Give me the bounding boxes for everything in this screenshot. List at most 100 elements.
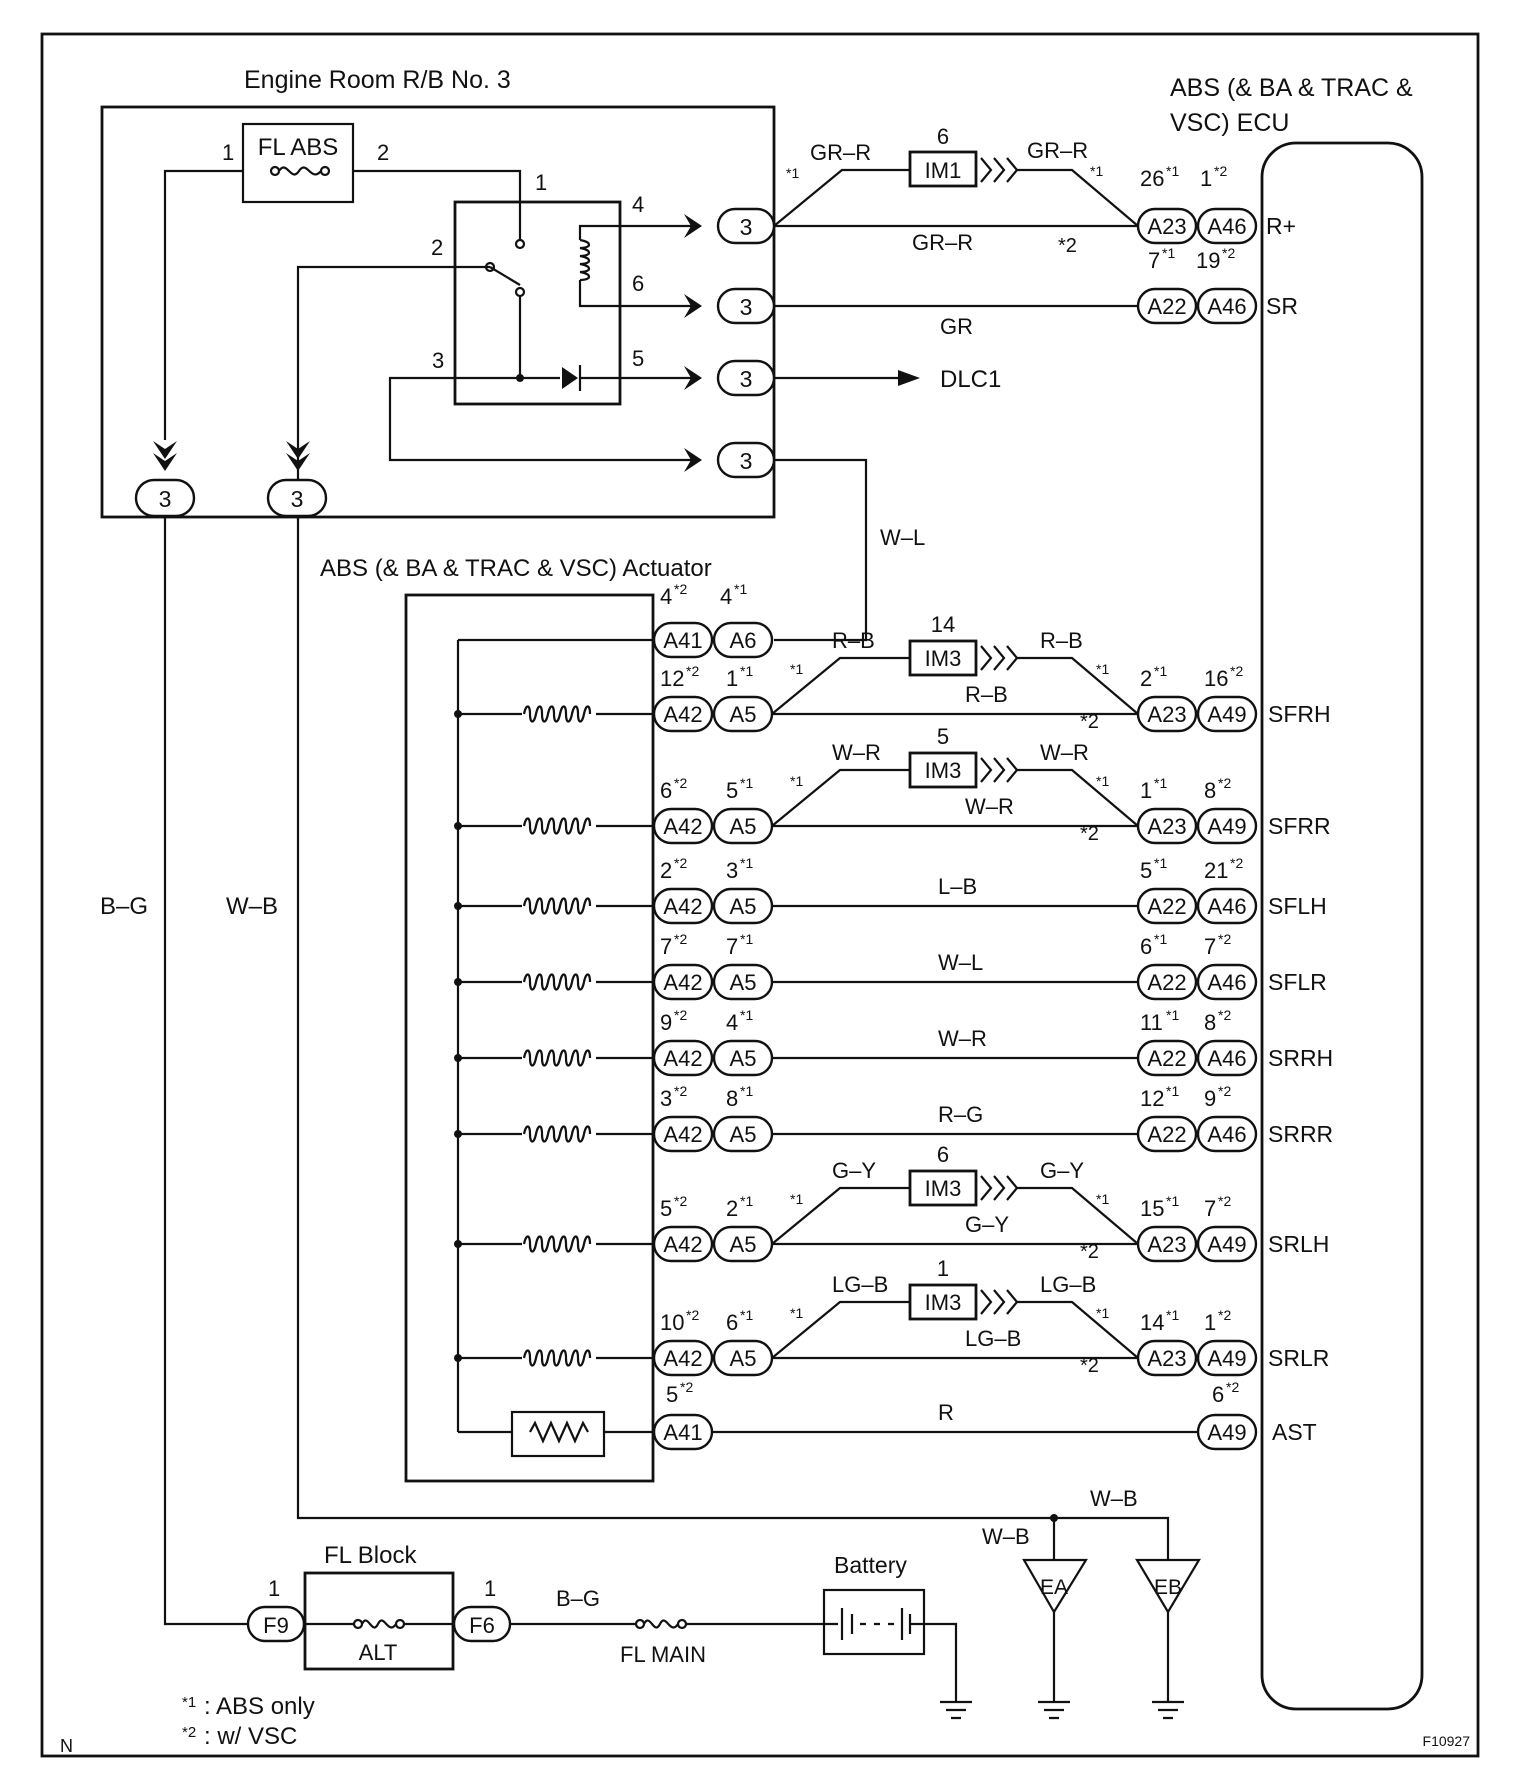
srrr-ecu-b-note: *2 — [1218, 1083, 1231, 1099]
conn-a41-top: A41 — [652, 621, 714, 659]
srlr-act-a-note: *2 — [686, 1307, 699, 1323]
note-sfrh-1: *1 — [790, 661, 803, 677]
svg-text:A49: A49 — [1207, 1232, 1246, 1257]
srrr-act-a: 3 — [660, 1086, 672, 1111]
note-srlr-3: *2 — [1080, 1355, 1099, 1377]
rplus-pin-b: 1 — [1200, 166, 1212, 191]
svg-text:A5: A5 — [730, 1046, 757, 1071]
legend-1-mark: *1 — [182, 1694, 196, 1711]
note-srlr-1: *1 — [790, 1305, 803, 1321]
conn-a22-srrh: A22 — [1136, 1039, 1198, 1077]
conn-a49-sfrr: A49 — [1196, 807, 1258, 845]
relay-pin-1: 1 — [535, 170, 547, 195]
svg-text:A42: A42 — [663, 970, 702, 995]
fuse-fl-abs-label: FL ABS — [258, 134, 338, 161]
connector-f6: F6 — [452, 1605, 512, 1643]
sfrh-ecu-a: 2 — [1140, 666, 1152, 691]
wire-w-b: W–B — [226, 893, 278, 920]
wire-sflh: L–B — [938, 874, 977, 899]
note-sfrr-1: *1 — [790, 773, 803, 789]
sfrr-ecu-a-note: *1 — [1154, 775, 1167, 791]
legend-2-mark: *2 — [182, 1724, 196, 1741]
srrh-act-a: 9 — [660, 1010, 672, 1035]
relay-pin-5: 5 — [632, 346, 644, 371]
ast-ecu: 6 — [1212, 1382, 1224, 1407]
sfrr-act-b-note: *1 — [740, 775, 753, 791]
srlh-act-b: 2 — [726, 1196, 738, 1221]
wire-gr-r-1: GR–R — [810, 140, 871, 165]
svg-text:3: 3 — [740, 448, 753, 474]
svg-text:A5: A5 — [730, 1232, 757, 1257]
svg-text:IM3: IM3 — [925, 1176, 962, 1201]
conn-a22-srrr: A22 — [1136, 1115, 1198, 1153]
srlr-act-b-note: *1 — [740, 1307, 753, 1323]
conn-a6-top: A6 — [712, 621, 774, 659]
relay-pin-2: 2 — [431, 235, 443, 260]
svg-text:3: 3 — [291, 486, 304, 512]
im3-sfrh — [908, 639, 978, 677]
svg-text:EB: EB — [1154, 1576, 1182, 1599]
legend-2-text: : w/ VSC — [204, 1723, 297, 1750]
sr-pin-a: 7 — [1148, 248, 1160, 273]
fuse-pin-1: 1 — [222, 140, 234, 165]
sflr-ecu-a-note: *1 — [1154, 931, 1167, 947]
ecu-term-srlh: SRLH — [1268, 1231, 1329, 1257]
sfrh-ecu-a-note: *1 — [1154, 663, 1167, 679]
im3-pin-srlr: 1 — [937, 1256, 949, 1281]
wire-gr: GR — [940, 314, 973, 339]
relay-pin-6: 6 — [632, 271, 644, 296]
svg-text:A41: A41 — [663, 1420, 702, 1445]
connector-3-b: 3 — [716, 287, 776, 325]
sflh-ecu-a-note: *1 — [1154, 855, 1167, 871]
im3-pin-sfrh: 14 — [931, 612, 955, 637]
svg-text:A49: A49 — [1207, 702, 1246, 727]
sflr-ecu-a: 6 — [1140, 934, 1152, 959]
conn-a23-sfrr: A23 — [1136, 807, 1198, 845]
conn-a5-srlh: A5 — [712, 1225, 774, 1263]
srrr-act-b-note: *1 — [740, 1083, 753, 1099]
svg-text:A46: A46 — [1207, 1046, 1246, 1071]
svg-text:A23: A23 — [1147, 1346, 1186, 1371]
svg-text:A46: A46 — [1207, 970, 1246, 995]
svg-text:A49: A49 — [1207, 1420, 1246, 1445]
ecu-term-sfrh: SFRH — [1268, 701, 1331, 727]
conn-a5-sfrh: A5 — [712, 695, 774, 733]
srrh-act-b-note: *1 — [740, 1007, 753, 1023]
srlh-ecu-a: 15 — [1140, 1196, 1164, 1221]
wire-sflr: W–L — [938, 950, 983, 975]
svg-text:A41: A41 — [663, 628, 702, 653]
note-sfrr-2: *1 — [1096, 773, 1109, 789]
ast-ecu-note: *2 — [1226, 1379, 1239, 1395]
wire-srrh: W–R — [938, 1026, 987, 1051]
im3-srlh — [908, 1169, 978, 1207]
fuse-fl-abs — [241, 122, 355, 204]
srlr-act-a: 10 — [660, 1310, 684, 1335]
fl-block-box — [303, 1571, 455, 1671]
sr-pin-b: 19 — [1196, 248, 1220, 273]
wire-srlr-1: LG–B — [832, 1272, 888, 1297]
conn-a49-ast: A49 — [1196, 1413, 1258, 1451]
note-srlh-3: *2 — [1080, 1241, 1099, 1263]
battery-label: Battery — [834, 1552, 907, 1578]
svg-text:A42: A42 — [663, 894, 702, 919]
note-srlr-2: *1 — [1096, 1305, 1109, 1321]
sfrh-act-b-note: *1 — [740, 663, 753, 679]
wire-srlr-2: LG–B — [1040, 1272, 1096, 1297]
srlr-ecu-b: 1 — [1204, 1310, 1216, 1335]
act-top-b: 4 — [720, 584, 732, 609]
svg-text:IM3: IM3 — [925, 646, 962, 671]
ecu-title-1: ABS (& BA & TRAC & — [1170, 74, 1413, 102]
conn-a42-sflr: A42 — [652, 963, 714, 1001]
note-1: *1 — [1090, 163, 1103, 179]
wire-sfrr-2: W–R — [1040, 740, 1089, 765]
ecu-term-sflh: SFLH — [1268, 893, 1327, 919]
svg-text:A46: A46 — [1207, 894, 1246, 919]
svg-text:3: 3 — [159, 486, 172, 512]
legend-1-text: : ABS only — [204, 1693, 315, 1720]
conn-a23-srlh: A23 — [1136, 1225, 1198, 1263]
sflr-act-b-note: *1 — [740, 931, 753, 947]
note-srlh-1: *1 — [790, 1191, 803, 1207]
note-2: *2 — [1058, 235, 1077, 257]
frame — [40, 32, 1480, 1758]
ast-act-note: *2 — [680, 1379, 693, 1395]
